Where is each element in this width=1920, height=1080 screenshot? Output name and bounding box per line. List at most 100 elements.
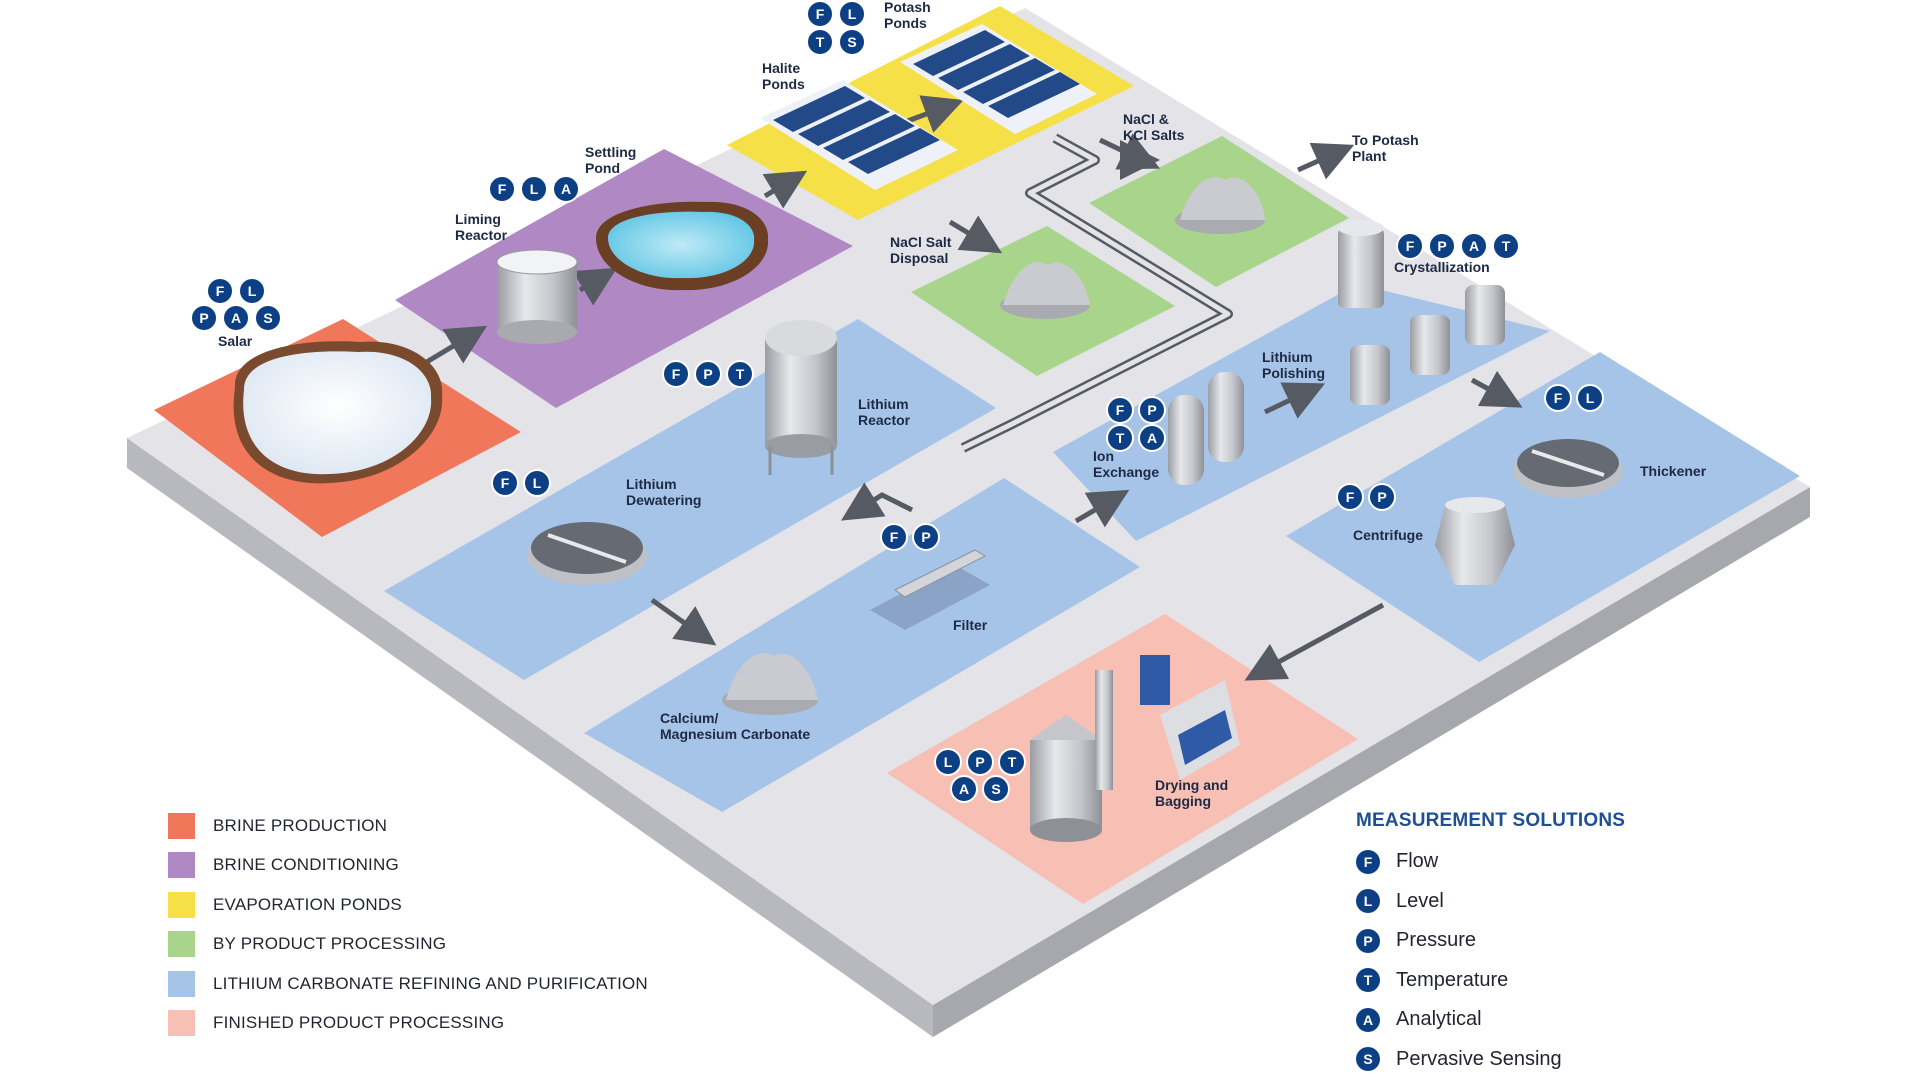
label-filter: Filter — [953, 617, 988, 633]
legend-item: LITHIUM CARBONATE REFINING AND PURIFICAT… — [168, 964, 888, 1004]
zone-calcium-filter — [584, 478, 1140, 812]
ms-label: Pervasive Sensing — [1396, 1047, 1562, 1070]
legend-label: BRINE CONDITIONING — [213, 855, 399, 875]
badge-letter: A — [231, 310, 241, 326]
zone-thickener-centrifuge — [1286, 352, 1800, 662]
platform-side-right — [933, 487, 1810, 1037]
labels: Salar Liming Reactor Settling Pond Halit… — [218, 0, 1707, 809]
salt-pile-disposal-icon — [1000, 261, 1090, 319]
measurement-badge-liming: F — [488, 175, 516, 203]
arrow-filter-to-ion — [1074, 489, 1130, 528]
badge-letter: P — [199, 310, 208, 326]
badge-letter: P — [975, 754, 984, 770]
legend-item: BRINE PRODUCTION — [168, 806, 888, 846]
badge-letter: F — [816, 6, 825, 22]
arrow-dewatering-to-calcium — [650, 597, 717, 646]
label-ion-exchange: Ion Exchange — [1093, 448, 1159, 480]
platform-side-left — [127, 438, 933, 1037]
measurement-badge-ion_exchange: A — [1138, 424, 1166, 452]
badge-letter: A — [959, 781, 969, 797]
equipment — [233, 24, 1623, 842]
measurement-badge-lithium_reactor: P — [694, 360, 722, 388]
measurement-badge-ponds: T — [806, 28, 834, 56]
legend-item: FINISHED PRODUCT PROCESSING — [168, 1004, 888, 1044]
ms-item-analytical: A Analytical — [1356, 1000, 1776, 1040]
badge-letter: F — [1406, 238, 1415, 254]
dewatering-clarifier-icon — [527, 522, 647, 585]
measurement-badge-ponds: S — [838, 28, 866, 56]
measurement-badge-salar: P — [190, 304, 218, 332]
measurement-badge-crystallization: F — [1396, 232, 1424, 260]
badge-letter: L — [848, 6, 857, 22]
measurement-badge-filter: P — [912, 523, 940, 551]
label-nacl-kcl-salts: NaCl & KCl Salts — [1123, 111, 1185, 143]
badge-letter: F — [1346, 489, 1355, 505]
measurement-badge-ponds: F — [806, 0, 834, 28]
label-nacl-salt-disposal: NaCl Salt Disposal — [890, 234, 955, 266]
badge-letter: F — [890, 529, 899, 545]
crystallization-icon — [1338, 220, 1505, 405]
measurement-badge-centrifuge: F — [1336, 483, 1364, 511]
measurement-badge-drying: P — [966, 748, 994, 776]
badge-letter: L — [533, 475, 542, 491]
badge-letter: T — [736, 366, 745, 382]
dryer-bagging-icon — [1030, 655, 1240, 842]
measurement-badge-drying: A — [950, 775, 978, 803]
measurement-badge-filter: F — [880, 523, 908, 551]
ion-exchange-icon — [1168, 372, 1244, 485]
badge-letter: L — [530, 181, 539, 197]
liming-reactor-icon — [496, 249, 578, 344]
measurement-badge-drying: T — [998, 748, 1026, 776]
arrow-ponds-to-nacl-kcl — [1098, 133, 1161, 170]
measurement-badge-liming: A — [552, 175, 580, 203]
legend-label: LITHIUM CARBONATE REFINING AND PURIFICAT… — [213, 973, 648, 993]
measurement-badge-crystallization: T — [1492, 232, 1520, 260]
legend-swatch — [168, 852, 195, 879]
badge-letter: A — [561, 181, 571, 197]
legend-swatch — [168, 812, 195, 839]
badge-letter: L — [944, 754, 953, 770]
measurement-badge-salar: L — [238, 277, 266, 305]
label-lithium-reactor: Lithium Reactor — [858, 396, 912, 428]
thickener-icon — [1513, 439, 1623, 498]
badge-letter: P — [1437, 238, 1446, 254]
measurement-badge-centrifuge: P — [1368, 483, 1396, 511]
label-thickener: Thickener — [1640, 463, 1707, 479]
arrow-potash-to-plant — [1296, 142, 1355, 180]
salar-icon — [233, 341, 443, 484]
label-potash-ponds: Potash Ponds — [884, 0, 935, 31]
potash-ponds-icon — [900, 24, 1097, 134]
ms-label: Flow — [1396, 850, 1439, 873]
badge-letter: F — [1554, 390, 1563, 406]
measurement-badge-ion_exchange: F — [1106, 396, 1134, 424]
measurement-badge-thickener: F — [1544, 384, 1572, 412]
calcium-pile-icon — [722, 653, 818, 715]
centrifuge-icon — [1435, 497, 1515, 585]
label-settling-pond: Settling Pond — [585, 144, 640, 176]
arrow-conditioning-to-halite — [762, 170, 808, 209]
badge-letter: S — [991, 781, 1000, 797]
label-calcium-magnesium: Calcium/ Magnesium Carbonate — [660, 710, 810, 742]
zone-legend: BRINE PRODUCTION BRINE CONDITIONING EVAP… — [168, 806, 888, 1043]
ms-item-pressure: P Pressure — [1356, 921, 1776, 961]
ms-label: Temperature — [1396, 968, 1509, 991]
badge-letter: S — [847, 34, 856, 50]
legend-label: EVAPORATION PONDS — [213, 894, 402, 914]
label-drying-bagging: Drying and Bagging — [1155, 777, 1232, 809]
badge-letter: T — [816, 34, 825, 50]
measurement-badge-dewatering: F — [491, 469, 519, 497]
measurement-badge-ion_exchange: P — [1138, 396, 1166, 424]
ms-item-flow: F Flow — [1356, 842, 1776, 882]
measurement-badge-drying: S — [982, 775, 1010, 803]
filter-icon — [870, 549, 990, 630]
measurement-badge-ion_exchange: T — [1106, 424, 1134, 452]
analytical-badge-icon: A — [1356, 1007, 1380, 1032]
arrow-crystal-to-thickener — [1470, 370, 1523, 408]
measurement-solutions-key: MEASUREMENT SOLUTIONS F Flow L Level P P… — [1356, 810, 1776, 1079]
lithium-reactor-icon — [765, 320, 837, 475]
legend-swatch — [168, 970, 195, 997]
ms-item-pervasive-sensing: S Pervasive Sensing — [1356, 1040, 1776, 1080]
flow-arrows — [423, 95, 1523, 681]
arrow-filter-to-reactor — [841, 482, 914, 521]
settling-pond-icon — [596, 201, 769, 291]
